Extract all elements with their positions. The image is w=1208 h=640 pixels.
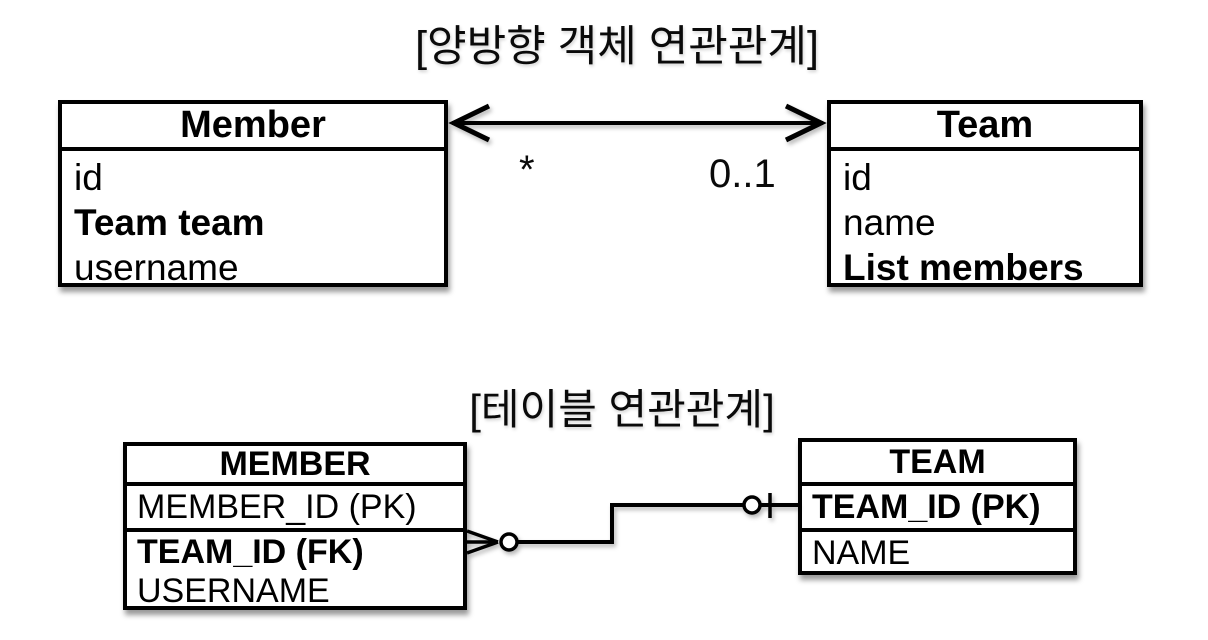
team-table-title: TEAM xyxy=(802,442,1073,486)
team-table-pk-row: TEAM_ID (PK) xyxy=(802,486,1073,532)
bidirectional-association-arrow xyxy=(448,103,827,143)
team-class-box: Team id name List members xyxy=(827,100,1143,290)
team-field-name: name xyxy=(843,202,936,243)
team-table-name-row: NAME xyxy=(812,534,911,572)
member-table-fk-row: TEAM_ID (FK) xyxy=(137,533,364,571)
connector-elbow-line xyxy=(517,503,744,544)
crowfoot-many-marker-icon xyxy=(466,529,499,555)
member-field-username: username xyxy=(74,247,239,288)
member-table-body: TEAM_ID (FK) USERNAME xyxy=(127,532,463,611)
member-side-multiplicity-label: * xyxy=(519,148,535,192)
member-field-id: id xyxy=(74,157,103,198)
member-class-fields: id Team team username xyxy=(62,151,444,290)
left-arrowhead-icon xyxy=(448,103,491,143)
member-class-title: Member xyxy=(62,104,444,151)
member-table-title: MEMBER xyxy=(127,445,463,486)
team-class-title: Team xyxy=(831,104,1139,151)
member-table-username-row: USERNAME xyxy=(137,572,330,610)
team-class-fields: id name List members xyxy=(831,151,1139,290)
team-field-id: id xyxy=(843,157,872,198)
right-arrowhead-icon xyxy=(784,103,827,143)
table-association-title: [테이블 연관관계] xyxy=(469,386,775,433)
member-field-team: Team team xyxy=(74,202,265,243)
zero-circle-marker-right-icon xyxy=(742,495,762,515)
member-class-box: Member id Team team username xyxy=(58,100,448,290)
member-table-pk-row: MEMBER_ID (PK) xyxy=(127,486,463,532)
team-field-members: List members xyxy=(843,247,1084,288)
object-association-title: [양방향 객체 연관관계] xyxy=(415,23,819,71)
member-table-box: MEMBER MEMBER_ID (PK) TEAM_ID (FK) USERN… xyxy=(123,442,467,610)
team-side-multiplicity-label: 0..1 xyxy=(709,152,776,196)
zero-circle-marker-icon xyxy=(499,532,519,552)
team-table-box: TEAM TEAM_ID (PK) NAME xyxy=(798,438,1077,575)
fk-relationship-connector xyxy=(466,493,798,555)
